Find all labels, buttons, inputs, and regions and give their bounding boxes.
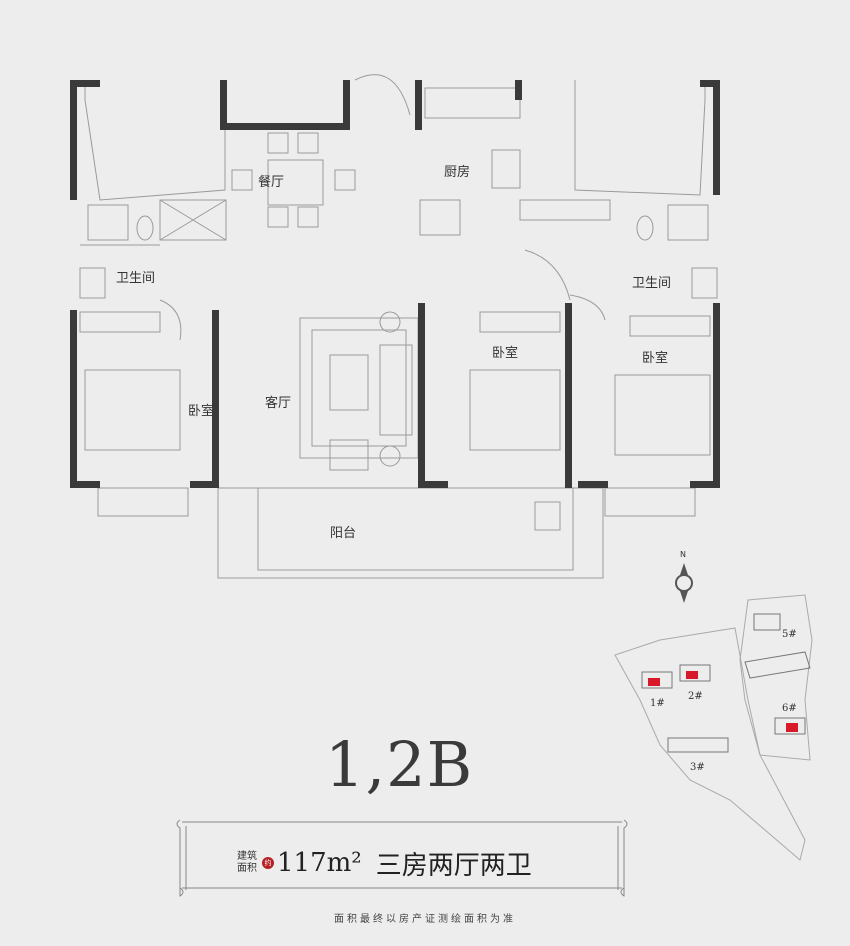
bedroom-right-label: 卧室 <box>642 350 668 366</box>
layout-type: 三房两厅两卫 <box>375 850 532 881</box>
building-6-label: 6# <box>782 703 797 714</box>
thin-lines <box>79 74 718 579</box>
dining-label: 餐厅 <box>258 174 284 190</box>
scroll-banner <box>176 819 628 897</box>
building-2-label: 2# <box>688 691 703 702</box>
building-1-label: 1# <box>650 698 665 709</box>
area-caption: 建筑面积 约 117m² 三房两厅两卫 <box>235 843 532 883</box>
building-3-label: 3# <box>690 762 705 773</box>
building-5-label: 5# <box>782 629 797 640</box>
room-labels: 餐厅 厨房 卫生间 卫生间 卧室 卧室 卧室 客厅 阳台 <box>116 164 671 541</box>
walls <box>70 80 720 488</box>
unit-title: 1,2B <box>325 728 474 801</box>
kitchen-label: 厨房 <box>444 164 470 180</box>
balcony-label: 阳台 <box>330 526 356 541</box>
compass: N <box>675 550 693 603</box>
bedroom-left-label: 卧室 <box>188 403 214 419</box>
site-map: 1# 2# 3# 5# 6# <box>614 594 813 861</box>
bathroom-left-label: 卫生间 <box>116 271 155 286</box>
area-seal: 约 <box>262 857 274 869</box>
north-label: N <box>680 550 686 559</box>
living-room-label: 客厅 <box>265 395 291 411</box>
area-label: 建筑面积 <box>237 851 257 874</box>
bathroom-right-label: 卫生间 <box>632 276 671 291</box>
area-value: 117m² <box>277 848 362 878</box>
compass-icon <box>675 574 693 592</box>
bedroom-mid-label: 卧室 <box>492 345 518 361</box>
disclaimer: 面积最终以房产证测绘面积为准 <box>334 914 516 925</box>
